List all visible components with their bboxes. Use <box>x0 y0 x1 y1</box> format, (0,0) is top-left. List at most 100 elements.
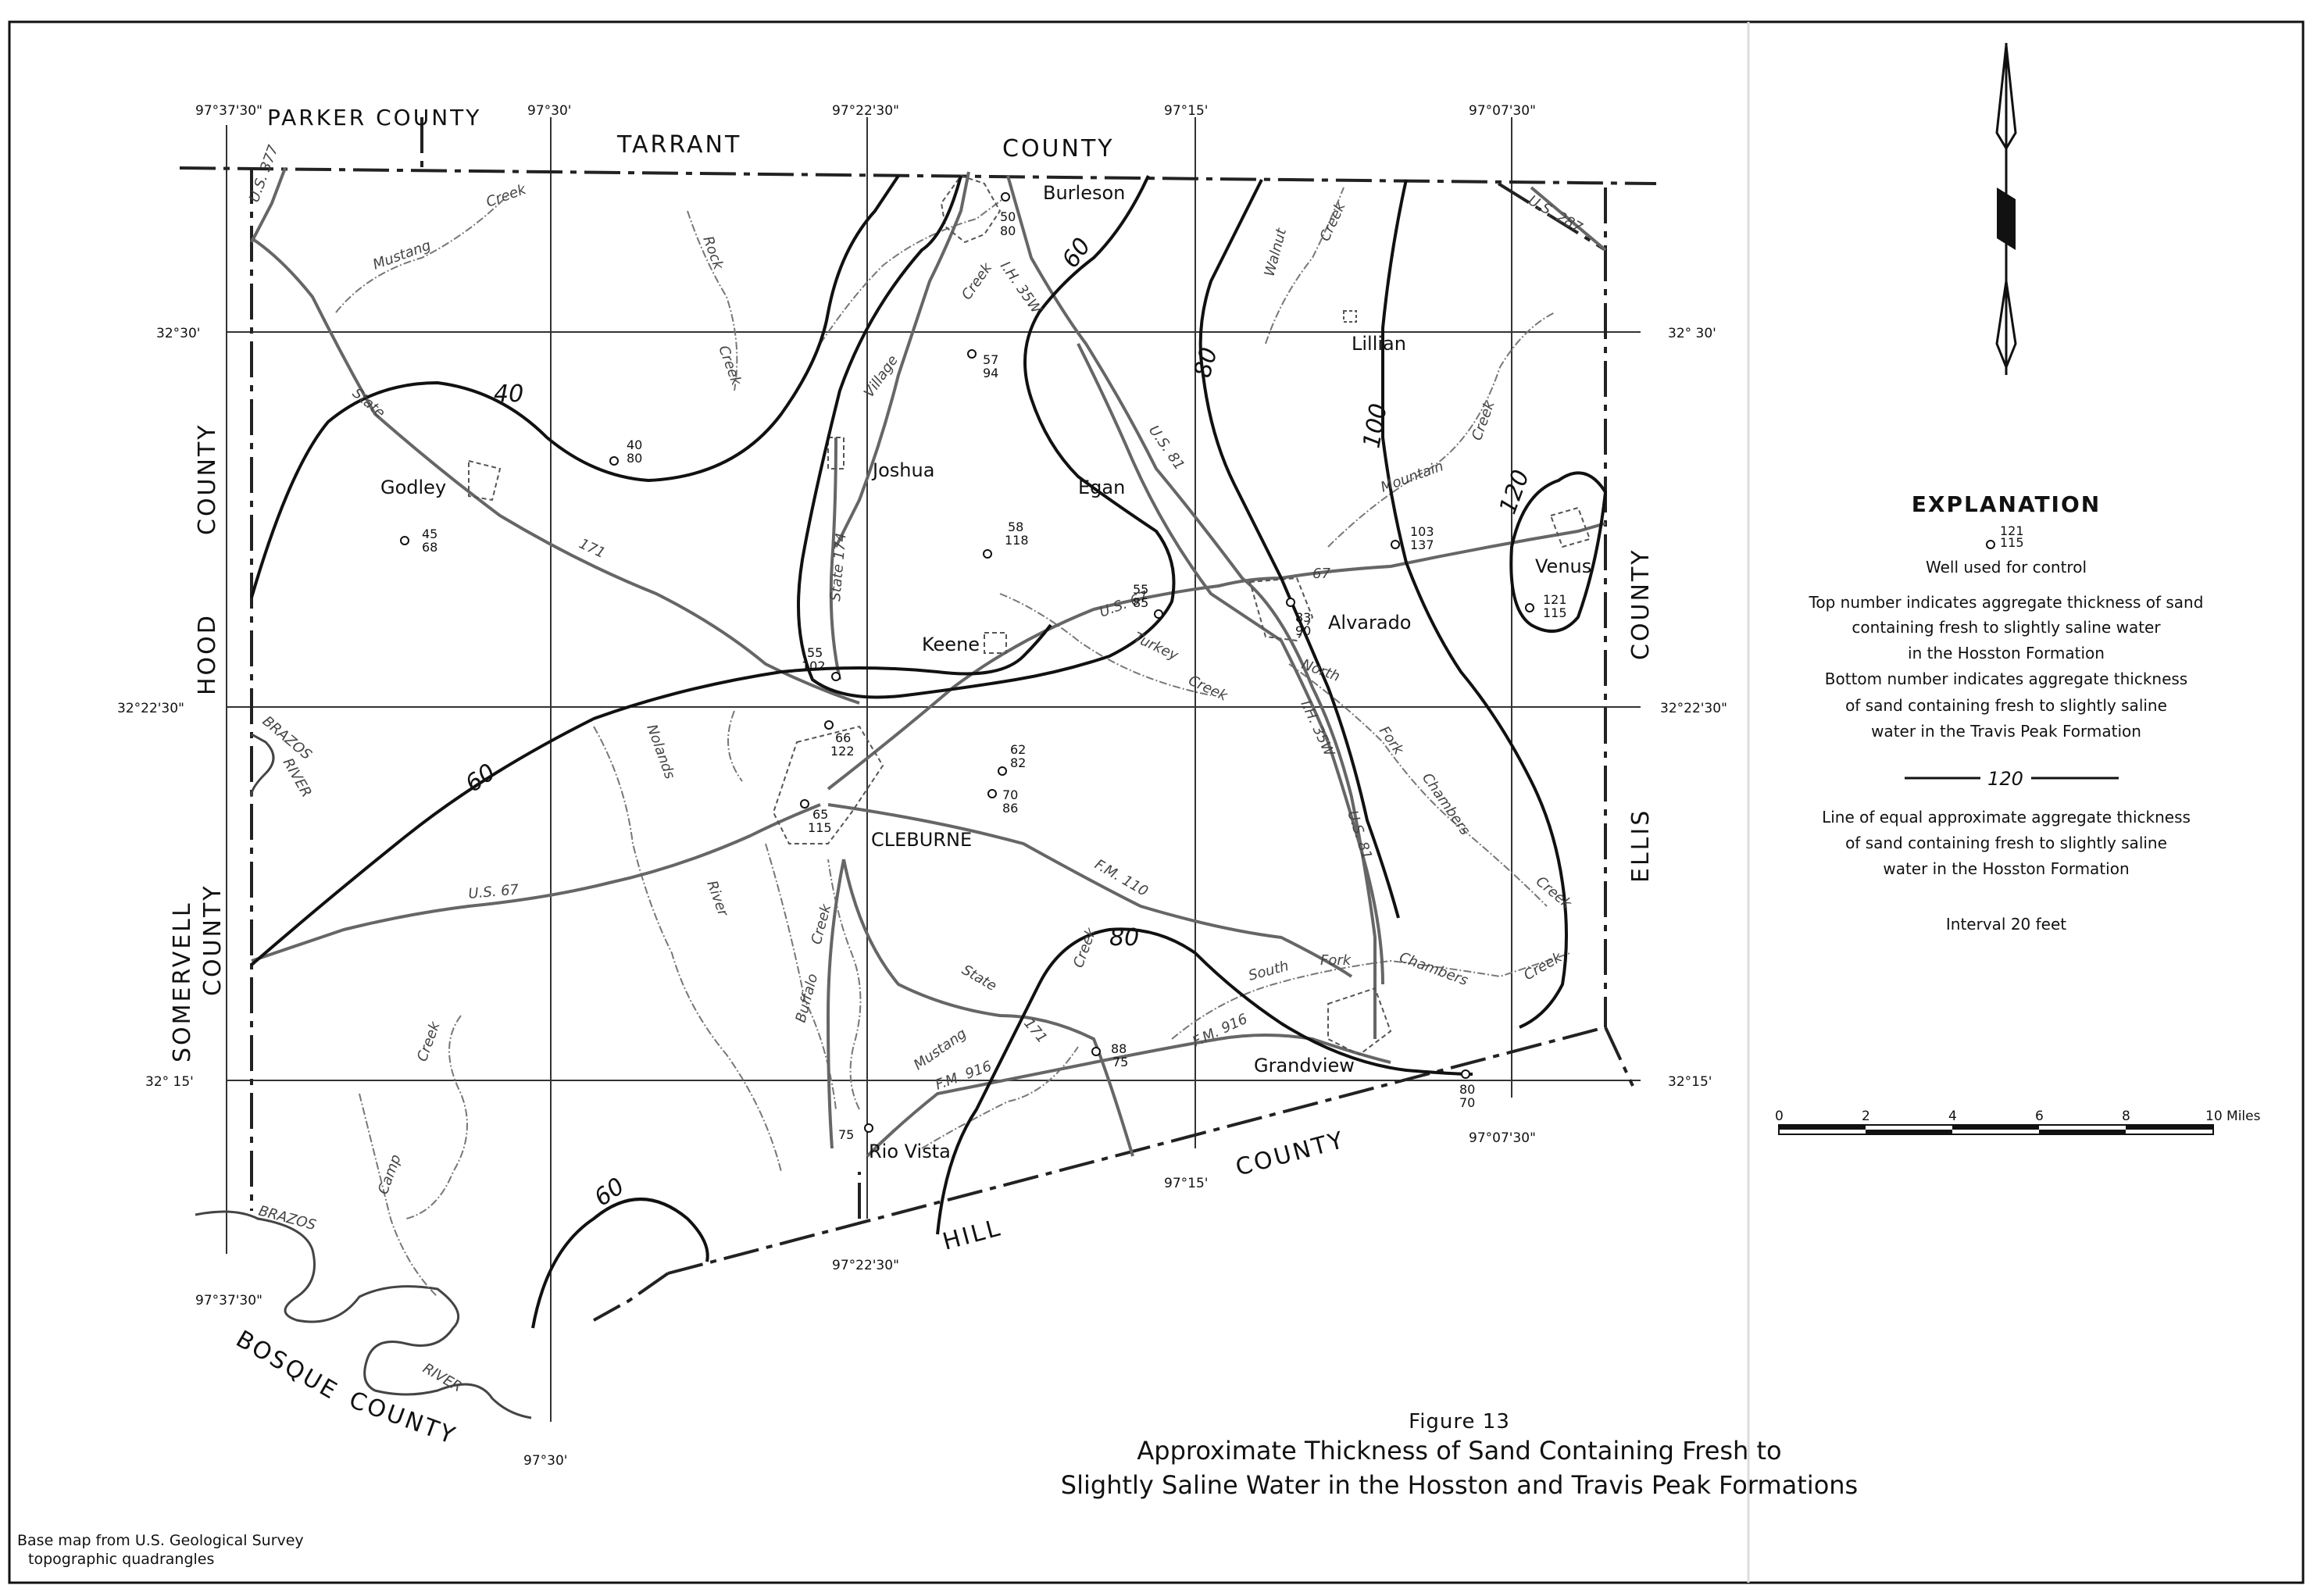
svg-text:75: 75 <box>838 1127 854 1142</box>
coord-bot-1: 97°37'30" <box>195 1293 262 1309</box>
stream-walnut: Walnut <box>1262 226 1291 278</box>
town-egan: Egan <box>1078 477 1125 498</box>
svg-text:118: 118 <box>1005 533 1029 548</box>
coord-bot-4: 97°15' <box>1164 1176 1208 1191</box>
well-keene-west: 55 102 <box>802 645 841 681</box>
source-line1: Base map from U.S. Geological Survey <box>17 1532 304 1549</box>
stream-mountain: Mountain <box>1379 458 1446 495</box>
stream-nolands-river: River <box>703 879 731 920</box>
stream-camp: Camp <box>375 1152 405 1197</box>
coord-bot-3: 97°22'30" <box>832 1258 899 1273</box>
stream-creek-north: Creek <box>484 180 530 210</box>
svg-text:80: 80 <box>627 451 642 466</box>
parker-county-label: PARKER COUNTY <box>267 105 481 130</box>
svg-text:65: 65 <box>812 807 828 822</box>
legend-bottom-desc-2: of sand containing fresh to slightly sal… <box>1845 696 2167 715</box>
control-wells: 50 80 57 94 40 80 45 68 58 118 55 85 <box>400 192 1567 1142</box>
stream-village-creek: Creek <box>959 259 996 302</box>
svg-text:62: 62 <box>1010 742 1026 757</box>
coord-top-3: 97°22'30" <box>832 103 899 119</box>
stream-nolands: Nolands <box>643 723 678 782</box>
svg-text:88: 88 <box>1111 1041 1127 1056</box>
town-labels: Burleson Lillian Godley Joshua Egan Keen… <box>380 182 1591 1162</box>
coord-left-3: 32° 15' <box>145 1074 194 1090</box>
svg-text:85: 85 <box>1133 595 1148 610</box>
stream-brazos: BRAZOS <box>259 713 315 763</box>
svg-text:45: 45 <box>422 527 437 541</box>
well-cleburne-east-1: 62 82 <box>998 742 1026 776</box>
coord-bot-5: 97°07'30" <box>1469 1130 1536 1146</box>
well-joshua-south: 58 118 <box>983 520 1029 559</box>
well-grandview: 80 70 <box>1459 1069 1475 1110</box>
stream-mustang-creek-south: Creek <box>1070 925 1100 970</box>
coord-left-2: 32°22'30" <box>117 701 184 716</box>
stream-brazos-river: RIVER <box>280 755 315 800</box>
town-keene: Keene <box>922 634 980 655</box>
svg-text:50: 50 <box>1000 209 1016 224</box>
stream-chambers: Chambers <box>1419 770 1473 838</box>
explanation-legend: EXPLANATION 121 115 Well used for contro… <box>1809 491 2204 934</box>
road-label-171-north: 171 <box>577 535 608 562</box>
legend-well-label: Well used for control <box>1926 558 2087 577</box>
svg-text:80: 80 <box>1000 223 1016 238</box>
svg-text:66: 66 <box>835 730 851 745</box>
scale-tick-8: 8 <box>2122 1109 2130 1124</box>
road-label-state174: State 174 <box>827 532 850 602</box>
stream-rock-creek: Creek <box>715 344 745 389</box>
stream-turkey: Turkey <box>1131 629 1181 664</box>
road-label-us287: U.S. 287 <box>1526 192 1586 237</box>
stream-north: North <box>1299 656 1341 685</box>
svg-text:122: 122 <box>830 744 855 759</box>
stream-fork: Fork <box>1376 723 1408 759</box>
scale-tick-2: 2 <box>1862 1109 1870 1124</box>
svg-text:58: 58 <box>1008 520 1023 534</box>
contour-label-120: 120 <box>1494 466 1535 518</box>
legend-line-desc-3: water in the Hosston Formation <box>1883 859 2129 878</box>
figure-number: Figure 13 <box>1409 1410 1510 1434</box>
well-burleson: 50 80 <box>1000 192 1016 238</box>
stream-south: South <box>1247 958 1291 984</box>
town-cleburne: CLEBURNE <box>871 829 972 851</box>
scale-bar: 0 2 4 6 8 10 Miles <box>1775 1109 2261 1135</box>
svg-text:40: 40 <box>627 437 642 452</box>
town-lillian: Lillian <box>1352 333 1406 355</box>
scale-tick-10: 10 Miles <box>2205 1109 2261 1124</box>
road-label-fm110: F.M. 110 <box>1092 856 1152 900</box>
contour-label-80-north: 80 <box>1189 345 1223 380</box>
well-alvarado-ne: 103 137 <box>1391 524 1434 552</box>
well-godley-east: 40 80 <box>609 437 642 466</box>
well-egan-south: 55 85 <box>1133 582 1163 619</box>
stream-labels: Mustang Creek Rock Creek Village Creek W… <box>257 180 1576 1395</box>
town-burleson: Burleson <box>1043 182 1125 204</box>
svg-text:75: 75 <box>1112 1055 1128 1069</box>
hill-label: HILL <box>940 1214 1005 1256</box>
well-venus: 121 115 <box>1525 592 1567 620</box>
svg-text:55: 55 <box>807 645 823 660</box>
coord-right-1: 32° 30' <box>1668 326 1716 341</box>
tarrant-label: TARRANT <box>616 131 741 159</box>
coord-bot-2: 97°30' <box>523 1453 567 1469</box>
svg-text:86: 86 <box>1002 801 1018 816</box>
well-alvarado: 83 90 <box>1286 598 1311 638</box>
legend-top-desc-1: Top number indicates aggregate thickness… <box>1809 593 2204 612</box>
legend-top-desc-2: containing fresh to slightly saline wate… <box>1852 618 2161 637</box>
legend-sample-top: 121 <box>2000 523 2024 538</box>
coord-right-3: 32°15' <box>1668 1074 1712 1090</box>
somervell-label: SOMERVELL <box>169 901 196 1062</box>
stream-camp-creek: Creek <box>414 1019 444 1064</box>
svg-text:94: 94 <box>983 366 998 380</box>
stream-south-chambers: Chambers <box>1397 949 1469 989</box>
north-arrow-icon <box>1995 43 2017 375</box>
svg-text:80: 80 <box>1459 1082 1475 1097</box>
hood-label: HOOD <box>194 613 221 695</box>
somervell-county-label: COUNTY <box>199 884 227 996</box>
coord-left-1: 32°30' <box>156 326 200 341</box>
town-alvarado: Alvarado <box>1328 612 1412 634</box>
contour-label-60-south: 60 <box>590 1173 630 1212</box>
svg-text:68: 68 <box>422 540 437 555</box>
coord-top-2: 97°30' <box>527 103 571 119</box>
coord-top-5: 97°07'30" <box>1469 103 1536 119</box>
stream-river-south: RIVER <box>420 1360 465 1395</box>
road-label-fm916-east: F.M. 916 <box>1190 1011 1250 1051</box>
coord-right-2: 32°22'30" <box>1660 701 1727 716</box>
